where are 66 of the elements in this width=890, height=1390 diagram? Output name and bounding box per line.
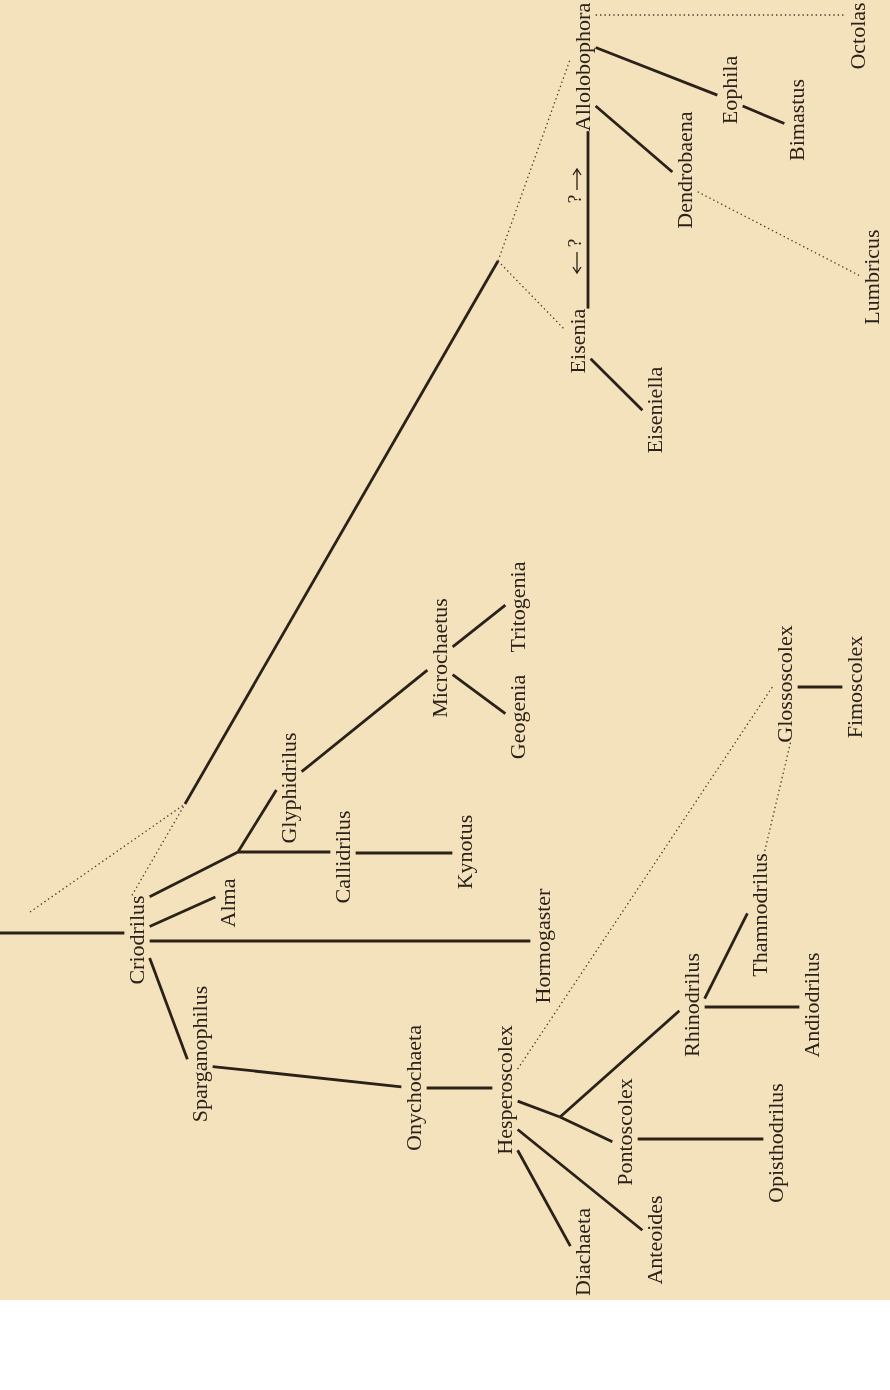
branch-line [149, 850, 239, 898]
genus-name: Octolas [845, 2, 871, 70]
genus-name: Alma [215, 878, 241, 928]
genus-name: Dendrobaena [672, 111, 698, 229]
branch-line [595, 46, 718, 97]
genus-name: Sparganophilus [187, 985, 213, 1123]
branch-line [149, 939, 531, 943]
genus-name: Criodrilus [124, 895, 150, 985]
question-mark: ? [564, 238, 586, 248]
genus-name: Allolobophora [570, 2, 596, 132]
branch-line [586, 131, 590, 309]
genus-name: Bimastus [784, 79, 810, 161]
genus-name: Anteoides [642, 1195, 668, 1285]
branch-line [183, 260, 500, 805]
genus-name: Eisenia [565, 308, 591, 374]
branch-line [236, 789, 278, 853]
genus-name: Diachaeta [570, 1208, 596, 1296]
dotted-line [595, 14, 846, 16]
genus-name: Pontoscolex [612, 1078, 638, 1186]
branch-line [149, 895, 216, 928]
dotted-line [517, 686, 773, 1070]
genus-name: Callidrilus [330, 810, 356, 904]
genus-name: Rhinodrilus [679, 953, 705, 1057]
branch-line [238, 850, 331, 854]
branch-line [355, 851, 453, 855]
branch-line [797, 685, 843, 689]
genus-name: Andiodrilus [799, 952, 825, 1058]
branch-line [517, 1099, 561, 1119]
branch-line [516, 1149, 572, 1247]
genus-name: Tritogenia [505, 561, 531, 653]
genus-name: Hormogaster [530, 888, 556, 1004]
genus-name: Thamnodrilus [747, 853, 773, 977]
genus-name: Eophila [717, 55, 743, 125]
branch-line [426, 1086, 493, 1090]
genus-name: Onychochaeta [401, 1025, 427, 1151]
dotted-line [763, 742, 792, 854]
branch-line [704, 1005, 800, 1009]
genus-name: Kynotus [452, 814, 478, 890]
branch-line [559, 1115, 613, 1143]
dotted-line [29, 803, 186, 913]
genus-name: Glossoscolex [772, 625, 798, 743]
genus-name: Lumbricus [859, 229, 885, 325]
dotted-line [497, 260, 566, 331]
dotted-line [697, 191, 860, 277]
genus-name: Microchaetus [427, 598, 453, 718]
branch-line [594, 104, 674, 174]
question-mark: ? [564, 194, 586, 204]
branch-line [637, 1137, 764, 1141]
genus-name: Opisthodrilus [763, 1083, 789, 1203]
dotted-line [497, 58, 571, 262]
branch-line [559, 1009, 681, 1119]
branch-line [703, 912, 749, 1000]
branch-line [451, 673, 507, 715]
genus-name: Geogenia [505, 674, 531, 760]
branch-line [212, 1065, 402, 1089]
genus-name: Eiseniella [642, 366, 668, 454]
branch-line [742, 104, 785, 125]
branch-line [451, 604, 507, 648]
genus-name: Hesperoscolex [492, 1025, 518, 1155]
genus-name: Glyphidrilus [276, 732, 302, 844]
genus-name: Fimoscolex [842, 635, 868, 739]
branch-line [516, 1128, 644, 1232]
branch-line [589, 357, 644, 412]
branch-line [148, 957, 189, 1060]
branch-line [0, 931, 125, 935]
branch-line [300, 669, 429, 773]
